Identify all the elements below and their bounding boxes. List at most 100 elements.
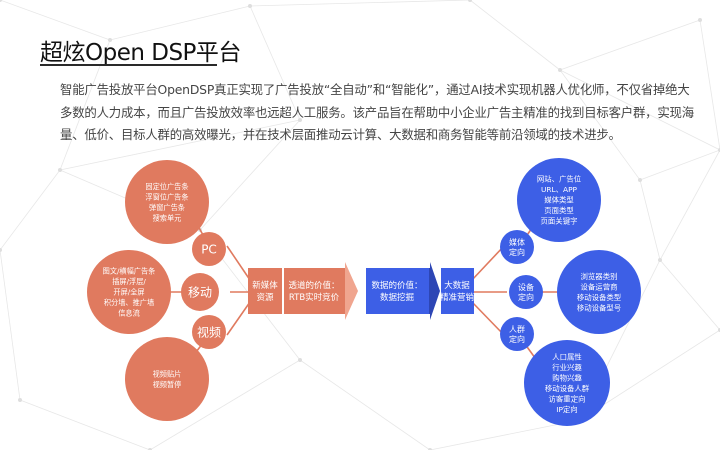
bg-network-dot <box>248 4 252 8</box>
big-data-block <box>441 268 474 314</box>
rtb-value-text-line: 透道的价值： <box>288 280 339 291</box>
left-bubble-text-line: 视频贴片 <box>153 369 182 378</box>
left-node-label: 移动 <box>188 285 212 299</box>
right-node-label-line: 媒体 <box>509 237 525 247</box>
connector-line <box>226 301 251 336</box>
new-media-text-line: 新媒体 <box>252 280 278 291</box>
bg-network-line <box>59 39 111 171</box>
right-node-label-line: 定向 <box>509 334 525 344</box>
right-bubble-text-line: 访客重定向 <box>549 394 586 403</box>
left-node <box>181 273 219 311</box>
right-bubble-text-line: 移动设备类型 <box>577 293 622 302</box>
right-bubble-text-line: URL、APP <box>541 185 578 194</box>
bg-network-line <box>639 179 661 261</box>
left-bubble-text-line: 弹窗广告条 <box>149 203 185 212</box>
right-node-label-line: 定向 <box>518 292 534 302</box>
bg-network-dot <box>298 358 302 362</box>
right-node <box>500 230 534 264</box>
right-bubble-text-line: 浏览器类别 <box>581 272 618 281</box>
left-bubble-text-line: 浮窗位广告条 <box>145 192 188 201</box>
right-bubble-text-line: IP定向 <box>556 405 577 414</box>
right-bubble-text-line: 行业兴趣 <box>552 363 582 372</box>
bg-network-dot <box>658 258 662 262</box>
big-data-text-line: 大数据 <box>444 280 470 291</box>
bg-network-line <box>299 359 431 450</box>
right-node-label: 设备定向 <box>518 282 534 302</box>
new-media-text: 新媒体资源 <box>252 280 278 303</box>
left-node-label-line: PC <box>201 242 217 256</box>
left-node <box>192 315 226 349</box>
intro-paragraph: 智能广告投放平台OpenDSP真正实现了广告投放“全自动”和“智能化”，通过AI… <box>60 82 694 142</box>
left-node-label-line: 视频 <box>197 324 221 339</box>
right-bubble-text-line: 媒体类型 <box>544 196 574 205</box>
bg-network-line <box>249 5 301 121</box>
title-underline <box>40 64 217 66</box>
data-value-text-line: 数据挖掘 <box>380 292 414 303</box>
right-node <box>500 317 534 351</box>
left-bubble-text-line: 视频暂停 <box>153 380 182 389</box>
left-bubble-text-line: 开屏/全屏 <box>113 288 144 297</box>
bg-network-dot <box>0 248 2 252</box>
bg-network-dot <box>298 118 302 122</box>
page-title: 超炫Open DSP平台 <box>40 40 241 66</box>
left-bubble-text-line: 积分墙、推广墙 <box>104 298 154 307</box>
right-node-label-line: 设备 <box>518 282 534 292</box>
bg-network-line <box>659 149 720 261</box>
rtb-value-block <box>284 268 345 314</box>
new-media-block <box>248 268 282 314</box>
left-bubble-text: 固定位广告条浮窗位广告条弹窗广告条搜索单元 <box>145 182 188 223</box>
connector-line <box>471 301 505 336</box>
right-bubble <box>524 340 610 426</box>
connector-line <box>471 245 505 281</box>
bg-network-dot <box>108 38 112 42</box>
rtb-value-text: 透道的价值：RTB实时竞价 <box>288 280 339 303</box>
bg-network-dot <box>698 18 702 22</box>
bg-network-line <box>659 259 720 331</box>
bg-network-line <box>109 5 251 41</box>
right-bubble-text-line: 网站、广告位 <box>537 175 582 184</box>
left-bubble-text: 视频贴片视频暂停 <box>153 369 182 389</box>
right-bubble-text-line: 购物兴趣 <box>552 373 582 382</box>
left-node-label: 视频 <box>197 324 221 339</box>
bg-network-line <box>559 69 720 151</box>
bg-network-dot <box>558 68 562 72</box>
bg-network-line <box>59 119 301 171</box>
bg-network-line <box>0 249 21 401</box>
right-bubble-text-line: 人口属性 <box>552 352 582 361</box>
bg-network-line <box>0 0 111 41</box>
bg-network-line <box>559 69 641 181</box>
right-bubble-text-line: 设备运营商 <box>581 282 618 291</box>
bg-network-dot <box>0 0 2 2</box>
bg-network-line <box>0 169 61 251</box>
right-bubble-text: 人口属性行业兴趣购物兴趣移动设备人群访客重定向 IP定向 <box>545 352 590 414</box>
bg-network-line <box>469 0 561 71</box>
bg-network-dot <box>468 0 472 2</box>
bg-network-dot <box>638 178 642 182</box>
bg-network-line <box>699 19 720 151</box>
bg-network-line <box>149 359 301 450</box>
right-node-label: 人群定向 <box>509 324 525 344</box>
left-bubble-text-line: 图文/横幅广告条 <box>103 267 156 276</box>
bg-network-line <box>199 119 301 231</box>
right-bubble <box>517 158 601 242</box>
bg-network-line <box>559 19 701 71</box>
right-node-label: 媒体定向 <box>509 237 525 257</box>
bg-network-dot <box>18 398 22 402</box>
right-bubble <box>557 250 641 334</box>
new-media-text-line: 资源 <box>256 292 274 303</box>
right-node-label-line: 人群 <box>509 324 525 334</box>
right-bubble-text: 浏览器类别设备运营商移动设备类型移动设备型号 <box>577 272 622 313</box>
connector-line <box>226 245 251 281</box>
left-bubble <box>125 160 209 244</box>
left-node <box>192 232 226 266</box>
right-bubble-text-line: 页面关键字 <box>541 217 578 226</box>
bg-network-dot <box>58 168 62 172</box>
bg-network-line <box>429 419 581 450</box>
right-bubble-text-line: 移动设备人群 <box>545 384 590 393</box>
data-value-text-line: 数据的价值： <box>371 280 422 291</box>
left-bubble-text-line: 搜索单元 <box>153 213 182 222</box>
right-bubble-text-line: 页面类型 <box>544 206 574 215</box>
right-bubble-text-line: 移动设备型号 <box>577 303 621 312</box>
